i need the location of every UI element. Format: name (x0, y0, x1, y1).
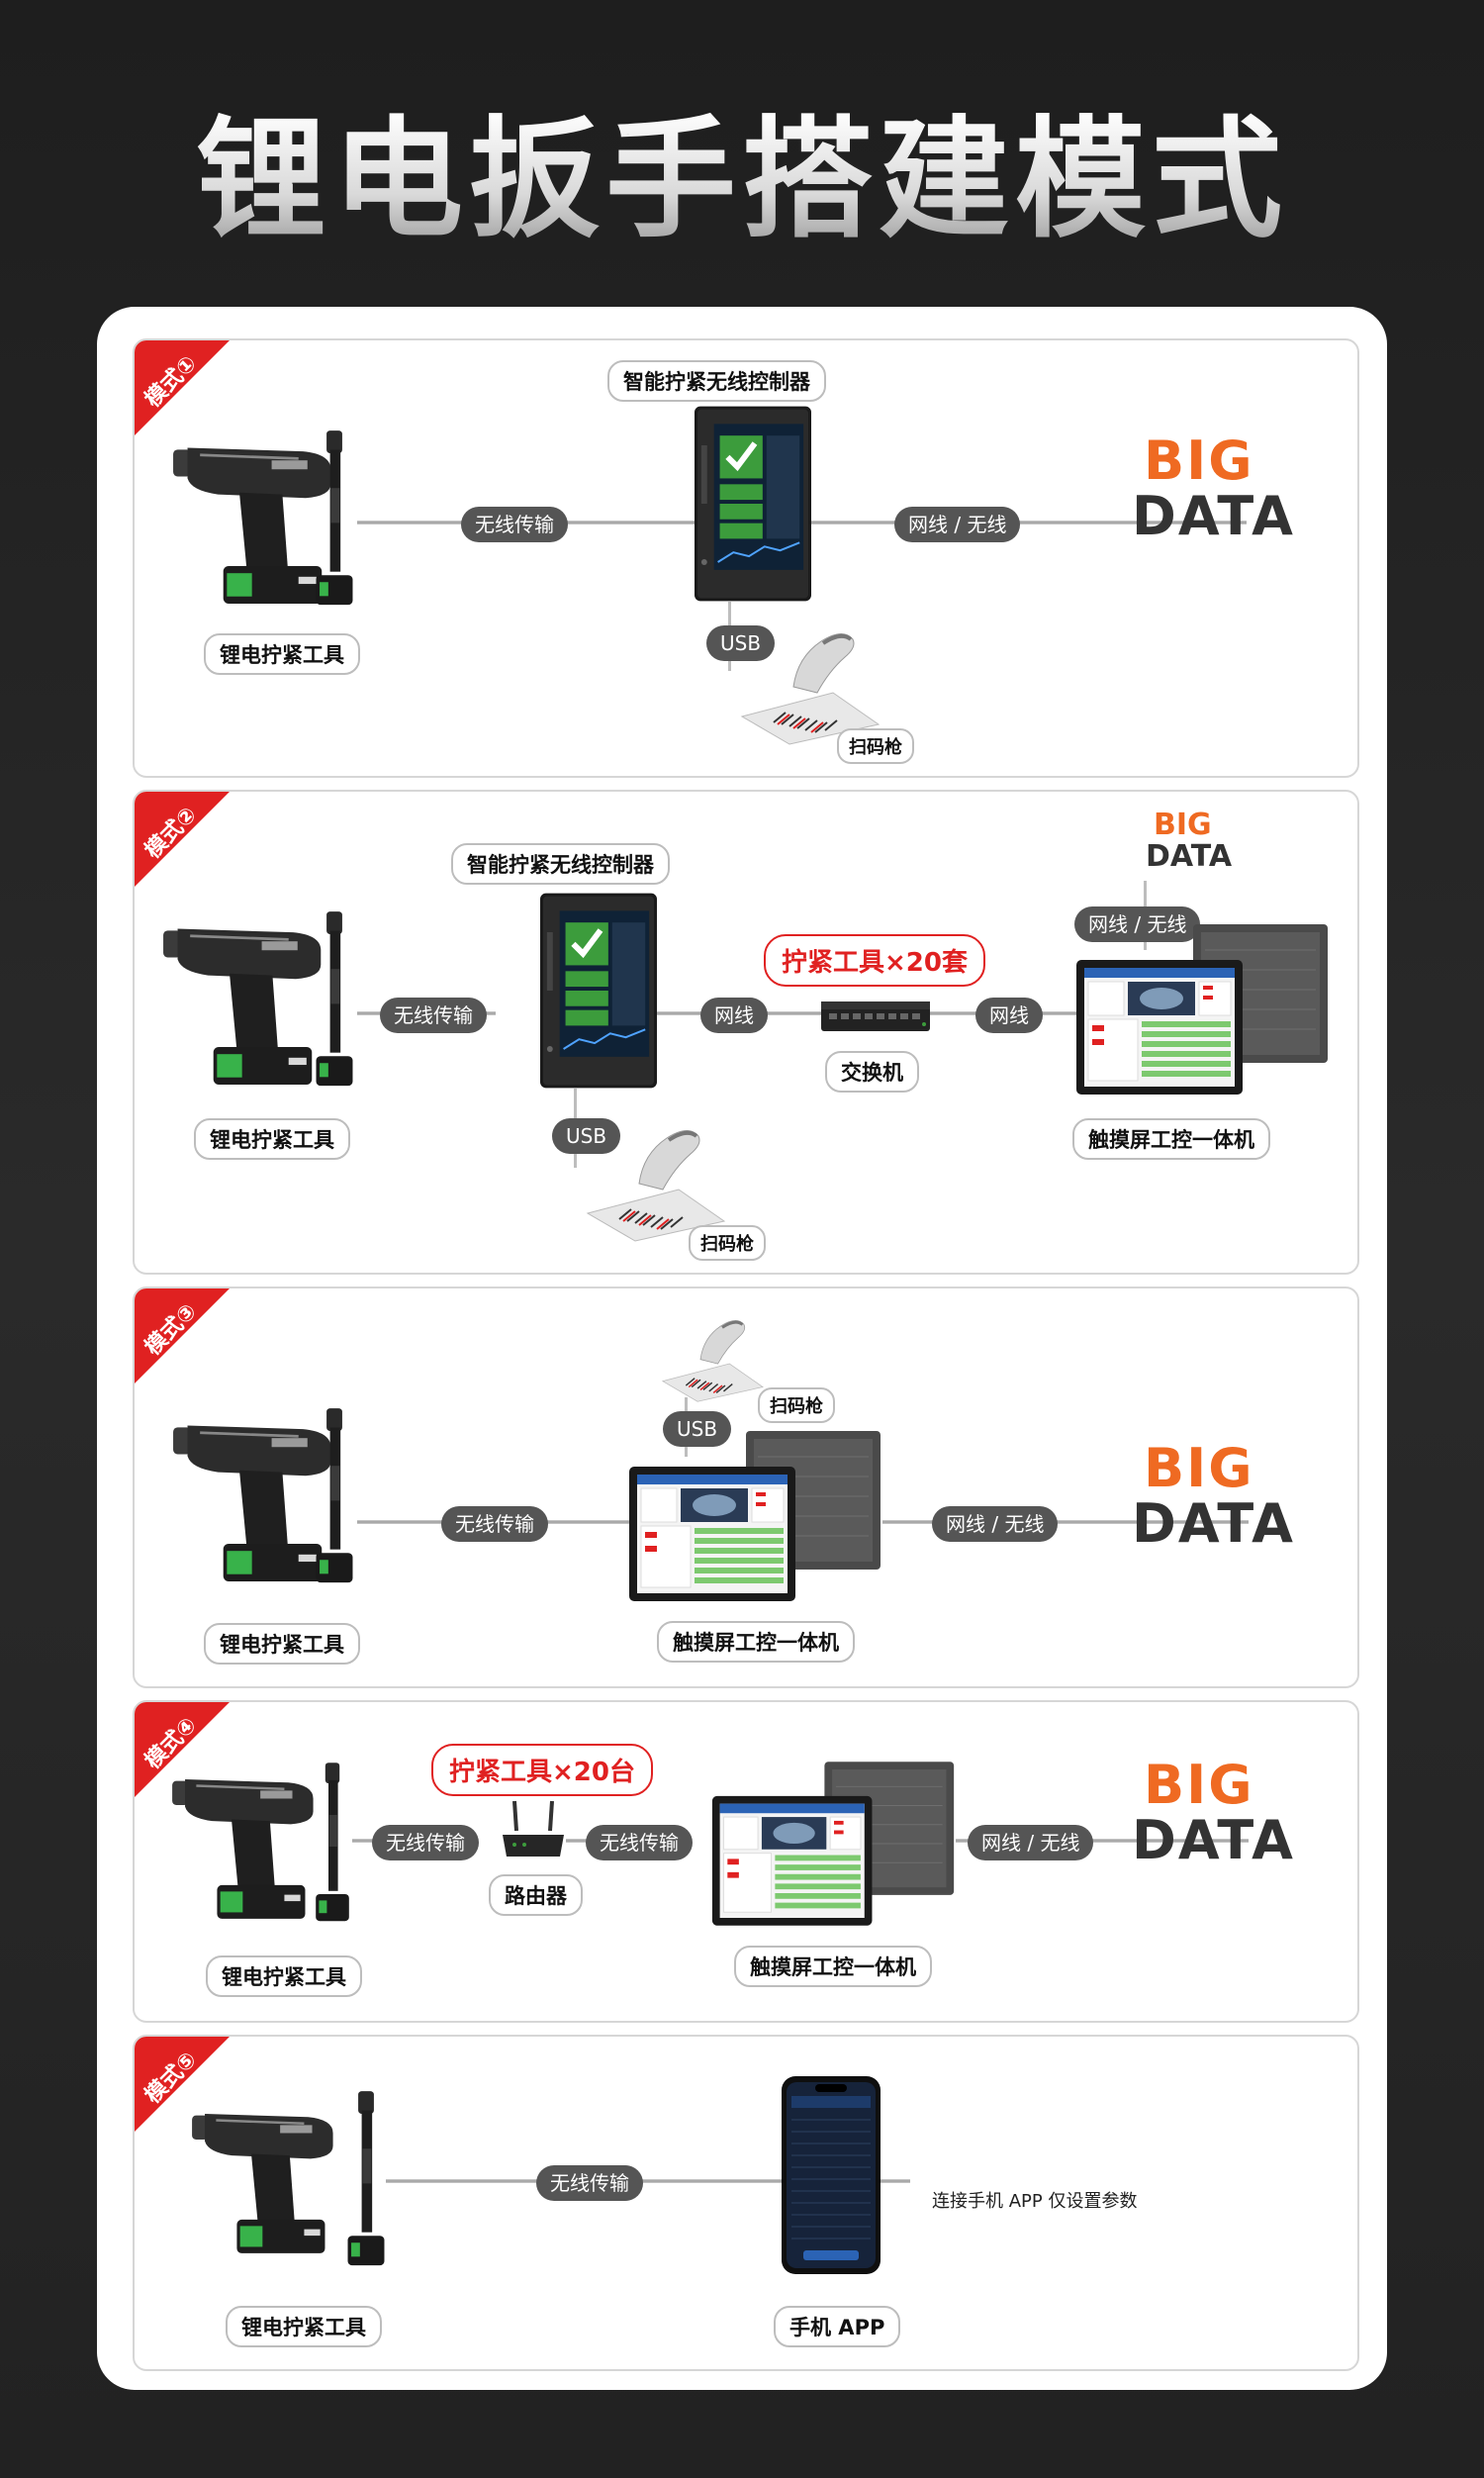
touch-panel-pc-icon (627, 1427, 884, 1605)
angle-wrench-icon (313, 1752, 352, 1934)
barcode-scanner-icon (734, 618, 882, 746)
mode-5-note: 连接手机 APP 仅设置参数 (932, 2191, 1138, 2212)
drill-icon (164, 1752, 332, 1934)
bigdata-big: BIG (1144, 1754, 1254, 1816)
wireless-pill: 无线传输 (536, 2165, 643, 2201)
mode-1-tag-corner (135, 340, 230, 435)
controller-label: 智能拧紧无线控制器 (451, 843, 670, 885)
usb-pill: USB (706, 625, 776, 661)
bigdata-cloud: BIG DATA (1084, 1754, 1322, 1922)
touch-pc-label: 触摸屏工控一体机 (657, 1621, 855, 1663)
net-pill: 网线 (975, 998, 1043, 1033)
tool-label: 锂电拧紧工具 (226, 2306, 382, 2347)
usb-pill: USB (552, 1118, 621, 1154)
scanner-label: 扫码枪 (689, 1225, 766, 1261)
bigdata-cloud: BIG DATA (1124, 808, 1262, 887)
mode-5-panel: 模式⑤ 锂电拧紧工具 无线传输 手机 APP 连接手机 APP 仅设置参数 (133, 2035, 1359, 2371)
bigdata-cloud: BIG DATA (1084, 429, 1322, 598)
touch-panel-pc-icon (710, 1758, 958, 1930)
bigdata-data: DATA (1146, 839, 1233, 874)
angle-wrench-icon (313, 901, 356, 1098)
net-or-wireless-pill: 网线 / 无线 (894, 507, 1021, 542)
angle-wrench-icon (313, 420, 356, 618)
page-title: 锂电扳手搭建模式 (0, 108, 1484, 252)
touch-panel-pc-icon (1074, 920, 1332, 1098)
mode-2-tag-corner (135, 792, 230, 887)
bigdata-data: DATA (1132, 1809, 1295, 1871)
net-link-line (657, 1011, 1211, 1015)
mode-1-panel: 模式① 锂电拧紧工具 无线传输 智能拧紧无线控制器 USB 扫码枪 网线 / 无… (133, 338, 1359, 778)
usb-pill: USB (663, 1411, 732, 1447)
wireless-link-line (357, 521, 832, 524)
mode-3-tag-corner (135, 1288, 230, 1383)
barcode-scanner-icon (657, 1308, 766, 1403)
tools-count-badge: 拧紧工具×20台 (431, 1744, 653, 1796)
mode-2-panel: 模式② 锂电拧紧工具 无线传输 智能拧紧无线控制器 USB 扫码枪 网线 拧紧工… (133, 790, 1359, 1275)
net-or-wireless-pill: 网线 / 无线 (968, 1825, 1094, 1860)
tool-label: 锂电拧紧工具 (194, 1118, 350, 1160)
tools-count-badge: 拧紧工具×20套 (764, 934, 985, 987)
wireless-pill: 无线传输 (461, 507, 568, 542)
net-pill: 网线 (700, 998, 768, 1033)
wireless-link-line (357, 1520, 773, 1524)
angle-wrench-icon (344, 2080, 388, 2278)
wireless-link-line (386, 2179, 910, 2183)
bigdata-big: BIG (1144, 1437, 1254, 1499)
wireless-pill: 无线传输 (586, 1825, 693, 1860)
net-link-line (811, 521, 1247, 524)
net-or-wireless-pill: 网线 / 无线 (932, 1506, 1059, 1542)
bigdata-data: DATA (1132, 485, 1295, 547)
router-label: 路由器 (489, 1874, 583, 1916)
touch-pc-label: 触摸屏工控一体机 (1072, 1118, 1270, 1160)
bigdata-cloud: BIG DATA (1084, 1437, 1322, 1605)
controller-device-icon (540, 893, 657, 1089)
wireless-pill: 无线传输 (380, 998, 487, 1033)
net-or-wireless-pill: 网线 / 无线 (1074, 906, 1201, 942)
wireless-pill: 无线传输 (441, 1506, 548, 1542)
router-icon (499, 1797, 568, 1866)
scanner-label: 扫码枪 (758, 1387, 835, 1423)
tool-label: 锂电拧紧工具 (206, 1955, 362, 1997)
mode-4-panel: 模式④ 锂电拧紧工具 无线传输 拧紧工具×20台 路由器 无线传输 触摸屏工控一… (133, 1700, 1359, 2023)
mode-3-panel: 模式③ 锂电拧紧工具 无线传输 扫码枪 USB 触摸屏工控一体机 网线 / 无线… (133, 1287, 1359, 1688)
barcode-scanner-icon (580, 1114, 728, 1243)
phone-app-label: 手机 APP (774, 2306, 901, 2347)
net-link-line (956, 1839, 1249, 1843)
touch-pc-label: 触摸屏工控一体机 (734, 1946, 932, 1987)
tool-label: 锂电拧紧工具 (204, 633, 360, 675)
controller-label: 智能拧紧无线控制器 (607, 360, 826, 402)
phone-icon (782, 2076, 881, 2274)
wireless-pill: 无线传输 (372, 1825, 479, 1860)
switch-label: 交换机 (825, 1051, 919, 1093)
bigdata-big: BIG (1154, 808, 1212, 842)
bigdata-data: DATA (1132, 1492, 1295, 1555)
drill-icon (184, 2086, 352, 2268)
controller-device-icon (695, 406, 811, 602)
angle-wrench-icon (313, 1397, 356, 1595)
net-link-line (882, 1520, 1249, 1524)
bigdata-big: BIG (1144, 429, 1254, 492)
switch-icon (821, 998, 930, 1037)
tool-label: 锂电拧紧工具 (204, 1623, 360, 1665)
scanner-label: 扫码枪 (837, 728, 914, 764)
